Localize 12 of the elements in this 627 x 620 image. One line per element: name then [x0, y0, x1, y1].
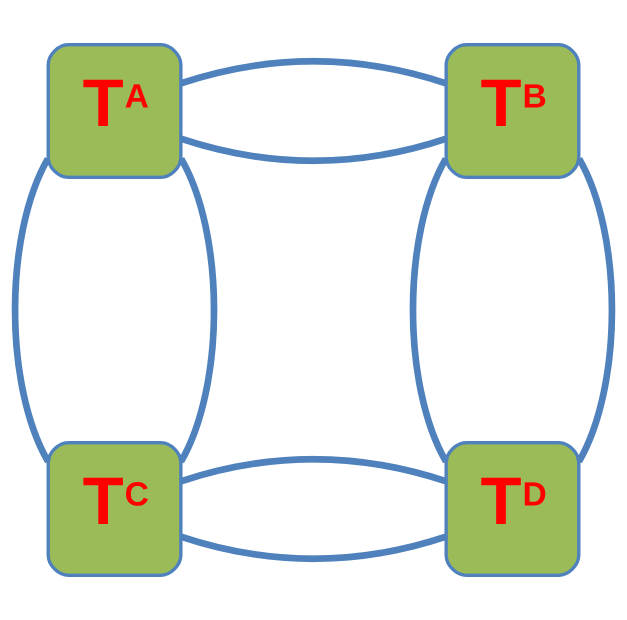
connector — [12, 157, 52, 464]
connector — [178, 157, 218, 464]
connector — [410, 157, 449, 464]
connector — [180, 456, 447, 484]
node-box: T$^{D}$ — [444, 440, 580, 577]
connector — [180, 58, 447, 87]
node-box: T$^{C}$ — [46, 440, 183, 577]
connector — [180, 136, 447, 164]
connector — [576, 157, 616, 464]
node-box: T$^{A}$ — [46, 43, 183, 180]
connector — [180, 533, 447, 562]
node-box: T$^{B}$ — [444, 43, 580, 180]
